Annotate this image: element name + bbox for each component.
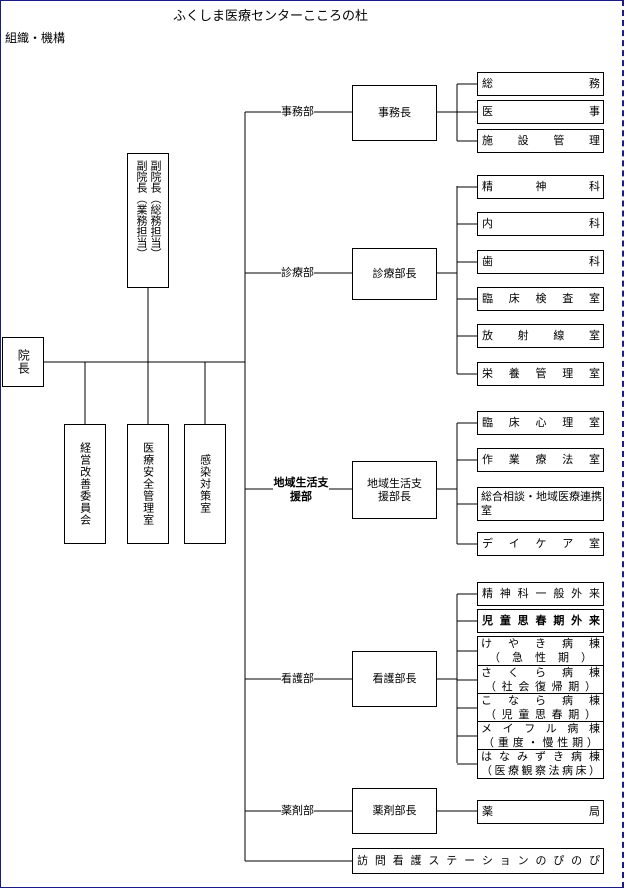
- unit-label: （急性期）: [489, 651, 592, 664]
- vice-director-2: 副院長（業務担当）: [135, 160, 148, 259]
- unit-box: はなみずき病棟 （医療観察法病床）: [477, 749, 604, 779]
- committee-label: 経営改善委員会: [78, 442, 92, 526]
- unit-box: さくら病棟 （社会復帰期）: [477, 665, 604, 695]
- dept-label-medical: 診療部: [281, 266, 314, 280]
- unit-box: 児童思春期外来: [477, 609, 604, 633]
- unit-box: 医事: [477, 100, 604, 124]
- unit-label: 作業療法室: [482, 453, 600, 467]
- unit-box: 歯科: [477, 250, 604, 274]
- unit-label: （重度・慢性期）: [483, 736, 598, 749]
- unit-label: 総務: [482, 77, 600, 91]
- unit-box: 放射線室: [477, 324, 604, 348]
- unit-label: はなみずき病棟: [481, 750, 600, 763]
- unit-box: デイケア室: [477, 532, 604, 556]
- committee-label: 医療安全管理室: [141, 442, 155, 526]
- unit-label: （社会復帰期）: [485, 680, 596, 693]
- unit-box: 臨床心理室: [477, 411, 604, 435]
- dept-head-admin: 事務長: [352, 85, 437, 141]
- committee-box-safety: 医療安全管理室: [127, 424, 169, 544]
- unit-label: メイフル病棟: [481, 722, 600, 735]
- unit-label: 内科: [482, 217, 600, 231]
- unit-label: 医事: [482, 105, 600, 119]
- station-box: 訪問看護ステーションのぴのぴ: [352, 848, 604, 874]
- dept-head-medical: 診療部長: [352, 248, 437, 300]
- unit-label: 臨床検査室: [482, 292, 600, 306]
- dept-label-nursing: 看護部: [281, 672, 314, 686]
- unit-label: （医療観察法病床）: [481, 764, 600, 777]
- unit-label: 室: [481, 504, 492, 517]
- unit-label: 臨床心理室: [482, 416, 600, 430]
- unit-label: 施設管理: [482, 134, 600, 148]
- unit-box: 総合相談・地域医療連携 室: [477, 487, 604, 521]
- unit-label: 栄養管理室: [482, 367, 600, 381]
- page-title: ふくしま医療センターこころの杜: [173, 9, 369, 24]
- unit-box: 総務: [477, 72, 604, 96]
- unit-box: 施設管理: [477, 129, 604, 153]
- dept-label-community: 地域生活支援部: [273, 475, 329, 505]
- unit-box: 栄養管理室: [477, 362, 604, 386]
- committee-box-infection: 感染対策室: [184, 424, 226, 544]
- unit-label: 精神科一般外来: [482, 587, 600, 601]
- unit-label: 歯科: [482, 255, 600, 269]
- unit-box: 臨床検査室: [477, 287, 604, 311]
- unit-label: さくら病棟: [481, 666, 600, 679]
- unit-label: 放射線室: [482, 329, 600, 343]
- unit-box: メイフル病棟 （重度・慢性期）: [477, 721, 604, 751]
- unit-box: 精神科: [477, 175, 604, 199]
- director-label: 院長: [16, 349, 31, 375]
- committee-label: 感染対策室: [198, 454, 212, 514]
- dept-head-community: 地域生活支援部長: [352, 461, 437, 519]
- unit-box: けやき病棟 （急性期）: [477, 636, 604, 666]
- unit-box: 作業療法室: [477, 448, 604, 472]
- dept-head-nursing: 看護部長: [352, 651, 437, 707]
- director-box: 院長: [2, 337, 44, 387]
- dept-head-pharmacy: 薬剤部長: [352, 788, 437, 834]
- dept-label-pharmacy: 薬剤部: [281, 804, 314, 818]
- committee-box-management: 経営改善委員会: [64, 424, 106, 544]
- unit-label: デイケア室: [482, 537, 600, 551]
- chart-subtitle: 組織・機構: [5, 31, 66, 45]
- unit-label: 精神科: [482, 180, 600, 194]
- vice-director-box: 副院長（業務担当） 副院長（総務担当）: [127, 153, 169, 288]
- unit-box: 薬局: [477, 800, 604, 824]
- unit-box: 精神科一般外来: [477, 582, 604, 606]
- unit-box: 内科: [477, 212, 604, 236]
- unit-label: けやき病棟: [481, 637, 600, 650]
- unit-label: （児童思春期）: [485, 708, 596, 721]
- unit-label: 児童思春期外来: [482, 614, 600, 628]
- unit-label: こなら病棟: [481, 694, 600, 707]
- unit-box: こなら病棟 （児童思春期）: [477, 693, 604, 723]
- station-label: 訪問看護ステーションのぴのぴ: [357, 854, 600, 868]
- vice-director-1: 副院長（総務担当）: [149, 160, 162, 259]
- unit-label: 総合相談・地域医療連携: [481, 490, 602, 503]
- dept-label-admin: 事務部: [281, 105, 314, 119]
- unit-label: 薬局: [482, 805, 600, 819]
